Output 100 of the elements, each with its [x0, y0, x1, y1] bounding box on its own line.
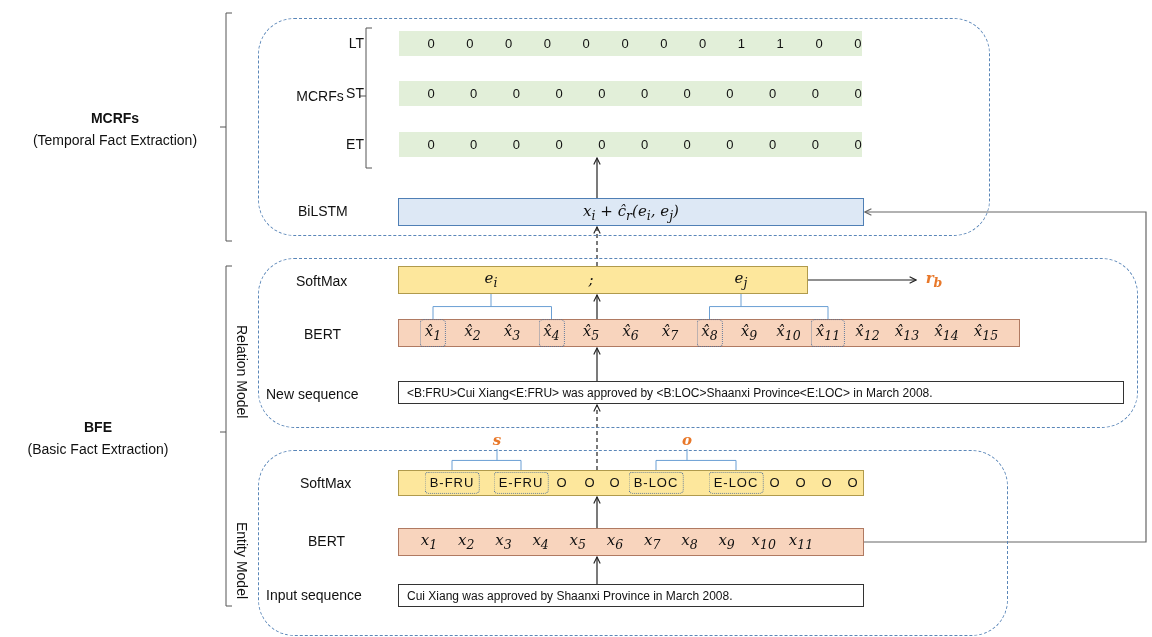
dashed-module-panel: [258, 450, 1008, 636]
tag-label: O: [584, 475, 596, 491]
token: x$_{2}$: [458, 532, 475, 552]
token: x̂$_{3}$: [503, 323, 521, 343]
tag-value: 0: [555, 137, 563, 152]
tag-value: 0: [660, 36, 668, 51]
section-label: (Basic Fact Extraction): [27, 441, 169, 457]
token: x$_{5}$: [569, 532, 586, 552]
tag-label: O: [847, 475, 859, 491]
softmax-bar: [398, 470, 864, 496]
arrow: [863, 208, 1147, 543]
layer-label: ST: [346, 85, 364, 101]
tag-value: 0: [854, 137, 862, 152]
arrow: [593, 294, 601, 320]
sequence-text: <B:FRU>Cui Xiang<E:FRU> was approved by <B:LOC>Shaanxi Province<E:LOC> in March 2008.: [407, 385, 933, 400]
bert-bar: [398, 528, 864, 556]
token: x̂$_{5}$: [582, 323, 600, 343]
tag-value: 0: [598, 137, 606, 152]
token: x̂$_{2}$: [464, 323, 481, 343]
token: x̂$_{12}$: [855, 323, 880, 343]
layer-label: SoftMax: [300, 475, 352, 491]
token: x̂$_{6}$: [622, 323, 639, 343]
tag-label: O: [821, 475, 833, 491]
tag-label: O: [795, 475, 807, 491]
token: x$_{3}$: [495, 532, 512, 552]
token: ;: [588, 271, 594, 289]
arrow: [593, 226, 601, 267]
token: x$_{8}$: [681, 532, 698, 552]
token: x̂$_{9}$: [740, 323, 758, 343]
layer-label: Input sequence: [266, 587, 362, 603]
section-label: (Temporal Fact Extraction): [32, 132, 198, 148]
layer-label: ET: [346, 136, 364, 152]
layer-label: BERT: [308, 533, 346, 549]
section-label: MCRFs: [296, 88, 344, 104]
bilstm-box: [398, 198, 864, 226]
tag-value: 0: [811, 86, 819, 101]
tag-value: 0: [505, 36, 513, 51]
token: x̂$_{7}$: [661, 323, 679, 343]
tag-value: 0: [512, 86, 520, 101]
tag-value: 0: [640, 137, 649, 152]
label-sequence-bar: [399, 132, 862, 157]
module-label: Relation Model: [234, 325, 250, 419]
arrow: [807, 276, 917, 284]
arrow: [593, 347, 601, 382]
arrow: [593, 157, 601, 199]
softmax-bar: [398, 266, 808, 294]
bert-bar: [398, 319, 1020, 347]
dashed-module-panel: [258, 18, 990, 236]
token: x̂$_{14}$: [934, 323, 959, 343]
token: x$_{10}$: [751, 532, 776, 552]
token: e$_{i}$: [484, 270, 498, 290]
arrow: [593, 496, 601, 529]
tag-value: 0: [699, 36, 707, 51]
tag-value: 0: [640, 86, 649, 101]
token: x̂$_{10}$: [776, 323, 801, 343]
tag-value: 0: [555, 86, 563, 101]
label-sequence-bar: [399, 31, 862, 56]
tag-value: 0: [726, 137, 734, 152]
token: x$_{7}$: [644, 532, 661, 552]
tag-value: 0: [466, 36, 474, 51]
tag-label: O: [556, 475, 568, 491]
layer-label: SoftMax: [296, 273, 348, 289]
token: x̂$_{15}$: [973, 323, 999, 343]
tag-value: 0: [683, 137, 691, 152]
tag-value: 0: [427, 86, 435, 101]
tag-value: 0: [769, 86, 777, 101]
token: e$_{j}$: [734, 270, 748, 290]
sequence-box: [398, 584, 864, 607]
sequence-box: [398, 381, 1124, 404]
tag-label: O: [769, 475, 781, 491]
token: x$_{11}$: [788, 532, 814, 552]
token: x$_{6}$: [606, 532, 624, 552]
entity-symbol: s: [492, 431, 502, 449]
token: x$_{i}$ + ĉ$_{r}$(e$_{i}$, e$_{j}$): [583, 201, 679, 223]
tag-value: 0: [470, 86, 478, 101]
tag-value: 0: [683, 86, 691, 101]
token: x$_{9}$: [718, 532, 735, 552]
tag-value: 0: [427, 137, 435, 152]
layer-label: BiLSTM: [298, 203, 348, 219]
output-symbol: r$_{b}$: [925, 268, 943, 290]
tag-value: 1: [776, 36, 784, 51]
tag-value: 0: [815, 36, 823, 51]
module-label: Entity Model: [234, 522, 250, 600]
section-label: BFE: [84, 419, 112, 435]
tag-value: 0: [621, 36, 629, 51]
tag-value: 1: [737, 36, 745, 51]
tag-value: 0: [582, 36, 590, 51]
tag-value: 0: [470, 137, 478, 152]
tag-value: 0: [769, 137, 777, 152]
sequence-text: Cui Xiang was approved by Shaanxi Province in March 2008.: [407, 588, 733, 603]
tag-label: O: [609, 475, 621, 491]
tag-value: 0: [598, 86, 606, 101]
tag-value: 0: [854, 36, 862, 51]
entity-symbol: o: [682, 431, 692, 449]
label-sequence-bar: [399, 81, 862, 106]
layer-label: LT: [348, 35, 364, 51]
layer-label: BERT: [304, 326, 342, 342]
token: x$_{1}$: [420, 532, 438, 552]
tag-value: 0: [512, 137, 520, 152]
tag-value: 0: [427, 36, 435, 51]
